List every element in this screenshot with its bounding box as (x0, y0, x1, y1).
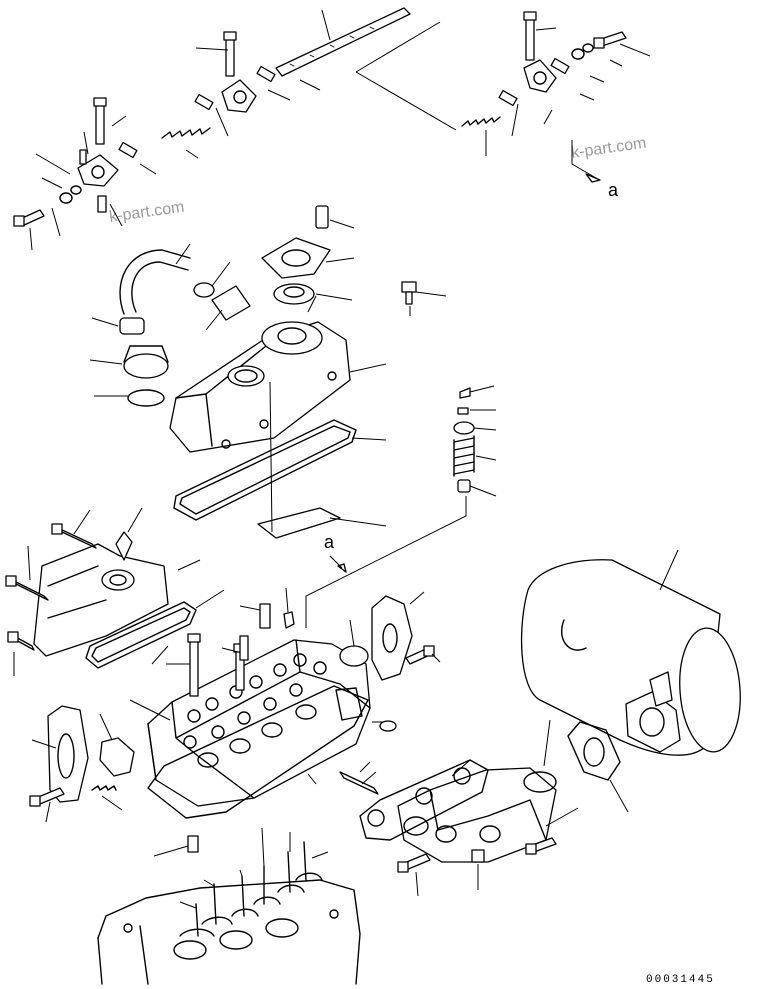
filler-cap-o-ring (94, 389, 165, 407)
head-stud (339, 771, 379, 795)
rocker-adjust-screws (79, 57, 570, 165)
valves (179, 827, 329, 937)
cylinder-head (129, 639, 390, 807)
intake-flange-bolt (405, 645, 441, 665)
muffler-gasket (567, 721, 629, 813)
callout-a-top: a (608, 180, 619, 200)
rocker-arm-mid (221, 79, 257, 113)
breather-diaphragm (273, 283, 353, 305)
head-bolts (166, 587, 295, 697)
rocker-side-bolts (13, 31, 627, 227)
small-plug (379, 720, 397, 732)
thermostat-leaders (151, 559, 201, 665)
cover-gasket (173, 419, 387, 521)
rocker-pin (97, 195, 107, 213)
breather-pipe (205, 285, 251, 331)
head-gasket (147, 685, 369, 819)
rocker-arm-left (77, 154, 119, 187)
exhaust-manifold (397, 719, 557, 863)
breather-hose (119, 243, 191, 315)
water-flange-left (31, 705, 89, 823)
thermostat-housing (33, 543, 169, 657)
rocker-leaders (29, 9, 651, 251)
thermostat-gasket (85, 589, 225, 669)
rocker-support-bolt-left (93, 97, 107, 145)
rocker-shaft (275, 7, 411, 77)
drawing-code: 00031445 (646, 974, 715, 986)
watermark-top-right: k-part.com (570, 135, 647, 162)
breather-housing (261, 295, 323, 355)
bracket (99, 713, 135, 777)
cover-nut (401, 281, 447, 316)
rocker-spring-right (461, 116, 501, 127)
rocker-support-bolt-right (523, 11, 537, 61)
breather-screw (315, 205, 355, 229)
intake-flange (371, 591, 425, 681)
flange-bolt-left (29, 787, 65, 807)
manifold-gasket (359, 759, 489, 841)
manifold-bolts (397, 807, 579, 897)
cylinder-block (97, 879, 361, 985)
head-plug (153, 835, 199, 857)
breather-plate (261, 237, 355, 279)
thermostat-bolts (5, 509, 97, 676)
rocker-washers (59, 43, 594, 204)
oil-filler-cap (89, 317, 169, 379)
rocker-spring-left (161, 127, 211, 139)
thermostat-pipe (115, 507, 143, 561)
expansion-plug (339, 619, 369, 667)
bracket-spring (91, 785, 123, 811)
muffler-flange (625, 671, 681, 753)
hose-clamp (193, 261, 231, 298)
valve-spring-parts (305, 385, 497, 628)
callout-a-arrow (329, 555, 347, 573)
cylinder-head-cover (169, 321, 387, 453)
rocker-support-bolt-mid (223, 31, 237, 77)
callout-a-middle: a (324, 532, 335, 552)
cover-center-line (269, 381, 273, 533)
rocker-arm-right (523, 59, 557, 93)
cover-plate (257, 507, 387, 539)
